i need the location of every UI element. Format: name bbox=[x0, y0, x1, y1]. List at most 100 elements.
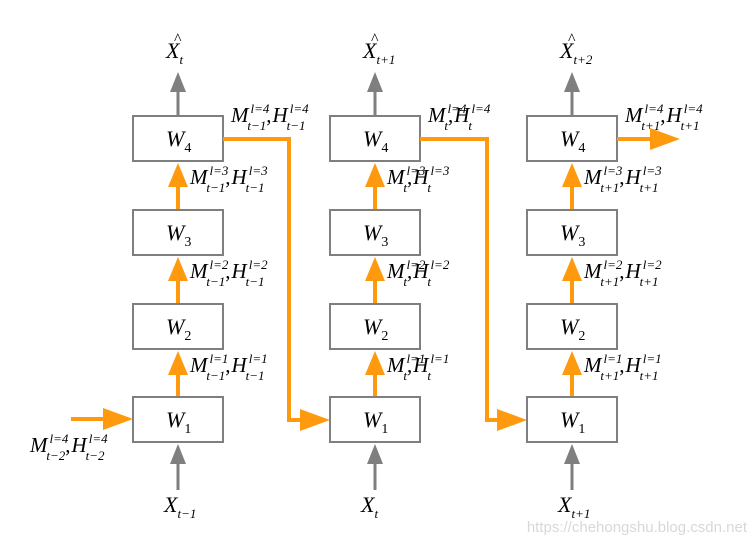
temporal-flow-head bbox=[300, 409, 330, 431]
state-comma: , bbox=[619, 259, 624, 283]
output-symbol: X bbox=[165, 38, 181, 63]
cell-label-w3: W3 bbox=[560, 220, 585, 250]
cell-box-w4 bbox=[329, 115, 421, 162]
cell-weight-index: 1 bbox=[381, 422, 388, 437]
output-label: Xt bbox=[165, 38, 183, 67]
state-sub: t+1 bbox=[681, 118, 700, 133]
layer-flow-arrow-head bbox=[168, 163, 188, 187]
cell-weight-symbol: W bbox=[560, 220, 580, 245]
state-h-symbol: H bbox=[412, 165, 430, 189]
output-arrow-head bbox=[564, 72, 580, 92]
output-subscript: t+1 bbox=[376, 52, 395, 67]
input-symbol: X bbox=[557, 492, 573, 517]
layer-flow-arrow-head bbox=[365, 163, 385, 187]
state-comma: , bbox=[225, 165, 230, 189]
cell-weight-symbol: W bbox=[166, 220, 186, 245]
state-h-symbol: H bbox=[412, 259, 430, 283]
cell-label-w3: W3 bbox=[166, 220, 191, 250]
state-m-symbol: M bbox=[189, 165, 209, 189]
cell-weight-symbol: W bbox=[166, 126, 186, 151]
state-m-symbol: M bbox=[427, 103, 447, 127]
cell-label-w4: W4 bbox=[560, 126, 585, 156]
cell-weight-symbol: W bbox=[560, 407, 580, 432]
state-sup: l=4 bbox=[448, 101, 467, 116]
input-arrow-head bbox=[564, 444, 580, 464]
state-h-symbol: H bbox=[666, 103, 684, 127]
input-symbol: X bbox=[360, 492, 376, 517]
state-sup: l=2 bbox=[210, 257, 229, 272]
state-sup: l=4 bbox=[89, 431, 108, 446]
final-state-arrow-head bbox=[650, 128, 680, 150]
cell-box-w1 bbox=[132, 396, 224, 443]
layer-flow-arrow-head bbox=[562, 257, 582, 281]
state-sup: l=4 bbox=[471, 101, 490, 116]
cell-weight-symbol: W bbox=[560, 126, 580, 151]
state-sup: l=3 bbox=[430, 163, 449, 178]
input-symbol: X bbox=[163, 492, 179, 517]
hat-accent: ^ bbox=[174, 31, 182, 48]
cell-box-w2 bbox=[329, 303, 421, 350]
state-sub: t+1 bbox=[640, 368, 659, 383]
output-arrow-head bbox=[367, 72, 383, 92]
state-h-symbol: H bbox=[71, 433, 89, 457]
state-sup: l=4 bbox=[290, 101, 309, 116]
state-m-symbol: M bbox=[583, 259, 603, 283]
state-sup: l=2 bbox=[430, 257, 449, 272]
cell-box-w1 bbox=[329, 396, 421, 443]
temporal-flow-head bbox=[497, 409, 527, 431]
state-h-symbol: H bbox=[625, 165, 643, 189]
state-h-symbol: H bbox=[453, 103, 471, 127]
state-sub: t−1 bbox=[246, 368, 265, 383]
state-sub: t bbox=[403, 180, 407, 195]
state-sup: l=1 bbox=[430, 351, 449, 366]
state-sub: t−1 bbox=[206, 180, 225, 195]
output-label: Xt+2 bbox=[559, 38, 593, 67]
state-sub: t bbox=[427, 180, 431, 195]
state-comma: , bbox=[660, 103, 665, 127]
watermark: https://chehongshu.blog.csdn.net bbox=[526, 519, 747, 536]
state-m-symbol: M bbox=[624, 103, 644, 127]
state-sub: t+1 bbox=[641, 118, 660, 133]
state-m-symbol: M bbox=[583, 165, 603, 189]
state-comma: , bbox=[266, 103, 271, 127]
state-comma: , bbox=[65, 433, 70, 457]
state-sub: t−2 bbox=[86, 448, 105, 463]
state-m-symbol: M bbox=[583, 353, 603, 377]
cell-weight-index: 4 bbox=[578, 141, 585, 156]
state-sup: l=3 bbox=[407, 163, 426, 178]
cell-label-w1: W1 bbox=[363, 407, 388, 437]
state-comma: , bbox=[448, 103, 453, 127]
state-sup: l=1 bbox=[643, 351, 662, 366]
cell-weight-index: 3 bbox=[184, 235, 191, 250]
state-sup: l=2 bbox=[249, 257, 268, 272]
state-sub: t bbox=[427, 368, 431, 383]
cell-label-w3: W3 bbox=[363, 220, 388, 250]
output-symbol: X bbox=[559, 38, 575, 63]
cell-box-w3 bbox=[329, 209, 421, 256]
cell-label-w4: W4 bbox=[363, 126, 388, 156]
state-m-symbol: M bbox=[189, 259, 209, 283]
temporal-flow-line bbox=[420, 137, 509, 422]
cell-weight-index: 1 bbox=[578, 422, 585, 437]
state-comma: , bbox=[225, 353, 230, 377]
state-sub: t−1 bbox=[287, 118, 306, 133]
hat-accent: ^ bbox=[568, 31, 576, 48]
state-sup: l=3 bbox=[210, 163, 229, 178]
state-sup: l=2 bbox=[604, 257, 623, 272]
state-sup: l=3 bbox=[604, 163, 623, 178]
state-comma: , bbox=[407, 353, 412, 377]
cell-label-w2: W2 bbox=[560, 314, 585, 344]
state-comma: , bbox=[619, 165, 624, 189]
input-label: Xt bbox=[360, 492, 378, 521]
state-sub: t bbox=[468, 118, 472, 133]
state-sub: t−2 bbox=[46, 448, 65, 463]
state-comma: , bbox=[225, 259, 230, 283]
layer-flow-arrow-head bbox=[562, 351, 582, 375]
state-h-symbol: H bbox=[412, 353, 430, 377]
